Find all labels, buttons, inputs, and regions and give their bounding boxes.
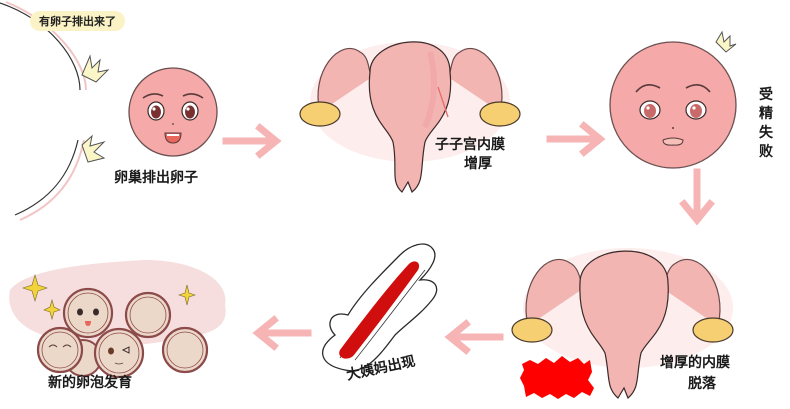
burst-icon <box>81 134 106 163</box>
uterus-icon <box>299 41 521 193</box>
sanitary-pad-icon <box>322 243 438 372</box>
sparkle-icon <box>43 298 61 321</box>
follicle <box>161 326 209 374</box>
arrow-left-icon <box>444 319 504 355</box>
step-label-ovulation: 卵巢排出卵子 <box>114 170 198 186</box>
blood-splash-icon <box>520 356 594 399</box>
arrow-right-icon <box>546 121 606 157</box>
step-label-thickening-line1: 子子宫内膜 <box>435 137 505 153</box>
ovary-icon <box>299 101 341 127</box>
step-label-shedding-line2: 脱落 <box>688 376 716 392</box>
follicle-wink-face <box>93 327 145 379</box>
step-label-shedding-line1: 增厚的内膜 <box>660 355 730 371</box>
burst-icon <box>81 54 110 83</box>
step-label-new-follicles: 新的卵泡发育 <box>48 375 132 391</box>
sparkle-icon <box>178 284 196 306</box>
arrow-left-icon <box>252 315 312 351</box>
ovary-icon <box>479 101 521 127</box>
uterus-shedding-icon <box>511 248 734 399</box>
follicle-happy-face <box>62 287 114 339</box>
sad-egg-face-icon <box>609 30 737 169</box>
burst-icon <box>715 30 737 53</box>
step-label-thickening-line2: 增厚 <box>464 156 492 172</box>
ovary-icon <box>511 317 553 343</box>
follicles-icon <box>9 260 226 379</box>
follicle-smile-face <box>36 326 84 374</box>
arrow-right-icon <box>222 123 282 159</box>
ovary-icon <box>692 317 734 343</box>
arrow-down-icon <box>679 168 715 226</box>
follicle <box>124 291 172 339</box>
cloud-background <box>9 260 226 346</box>
step-label-failed: 受 精 失 败 <box>759 87 773 160</box>
ovary-edge-illustration <box>0 1 110 221</box>
blood-stain <box>339 261 420 359</box>
happy-egg-face-icon <box>128 67 218 157</box>
speech-bubble: 有卵子排出来了 <box>30 11 125 31</box>
sparkle-icon <box>22 273 48 303</box>
